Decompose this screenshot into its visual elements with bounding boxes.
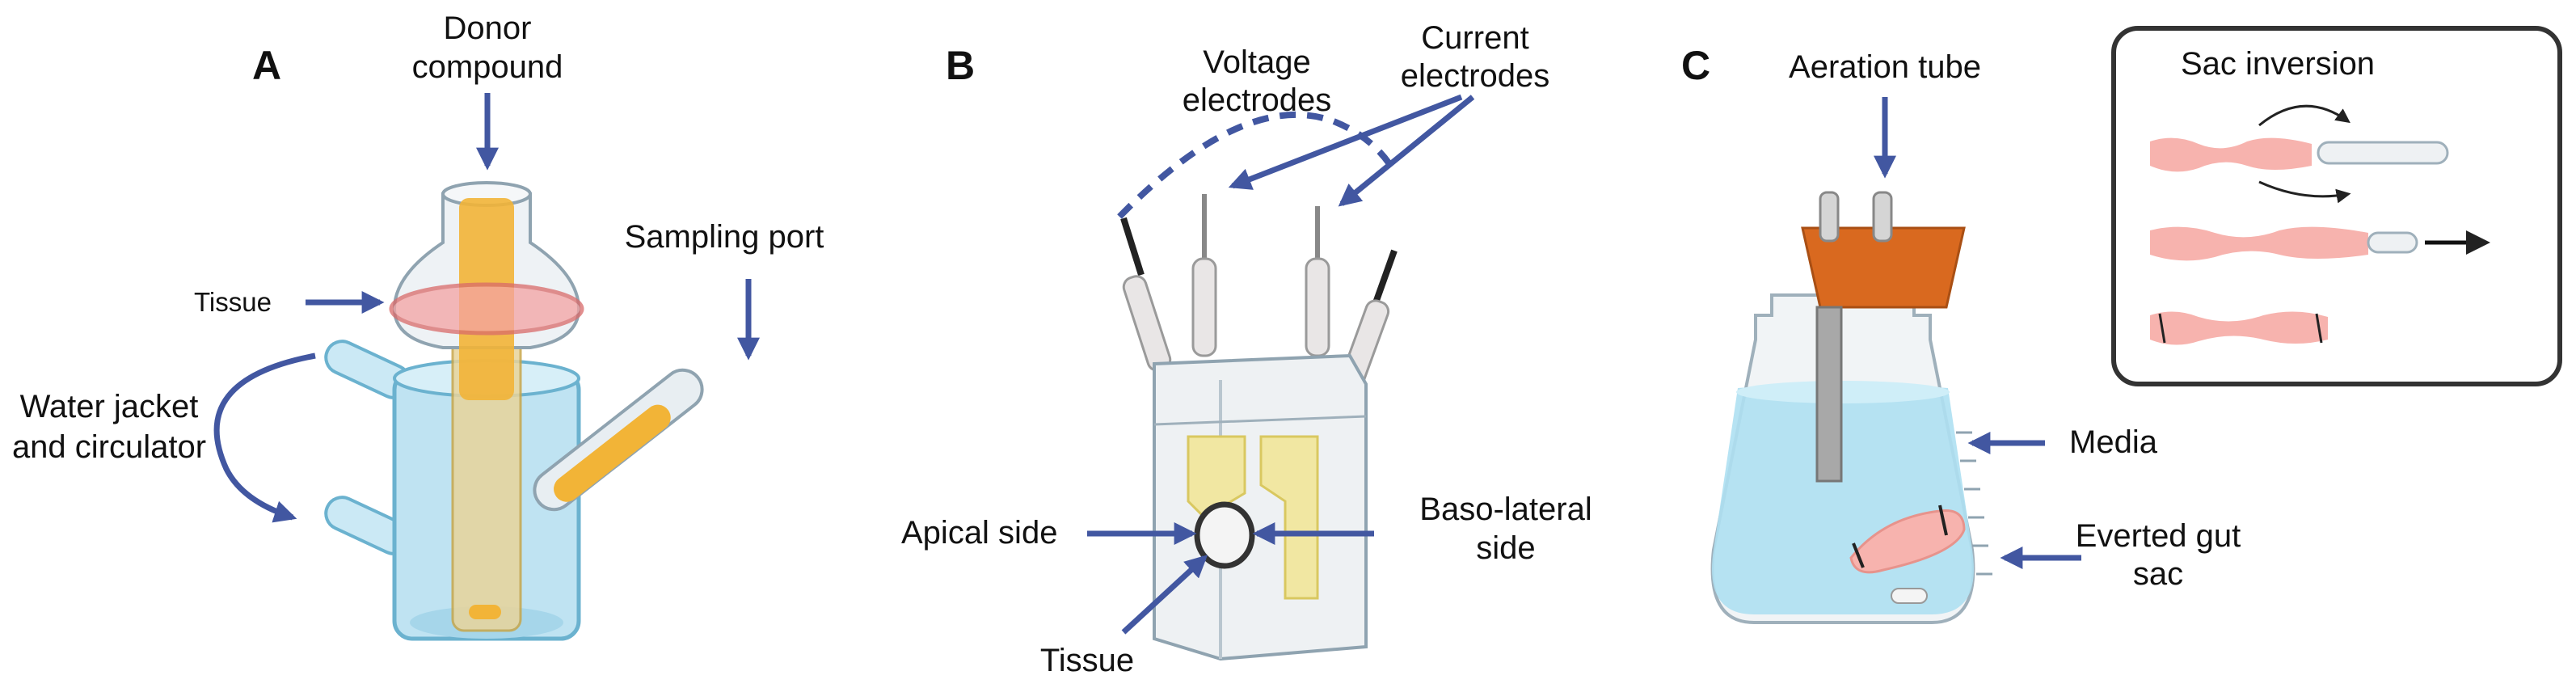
voltage-electrodes-label-line1: Voltage — [1203, 44, 1310, 80]
electrode-vl-body — [1191, 257, 1217, 357]
baso-lateral-label-line1: Baso-lateral — [1419, 492, 1592, 527]
current-dashed-loop — [1117, 112, 1398, 219]
sac-inversion-inset — [2111, 26, 2562, 386]
tissue-ring — [1194, 501, 1255, 569]
gut-segment-3 — [2150, 311, 2328, 345]
panel-c-letter: C — [1681, 43, 1710, 88]
panel-b-letter: B — [946, 43, 975, 88]
flask-stir-bar — [1891, 588, 1928, 604]
tissue-arrow-b — [1121, 555, 1208, 635]
inversion-rod-2 — [2367, 231, 2418, 254]
electrode-left-body — [1122, 275, 1172, 372]
current-arrow — [1338, 95, 1475, 207]
gut-segment-1 — [2150, 137, 2312, 172]
apical-side-label: Apical side — [901, 515, 1057, 551]
water-jacket-label-line2: and circulator — [12, 429, 206, 465]
everted-gut-sac-label-line2: sac — [2133, 556, 2183, 592]
tissue-disc — [389, 282, 584, 336]
electrode-right-tip — [1371, 249, 1398, 309]
sampling-port-fill — [554, 404, 671, 502]
sampling-port-label: Sampling port — [625, 219, 824, 255]
circulator-arrow — [213, 352, 316, 523]
flask-stopper — [1801, 226, 1966, 309]
tissue-label-b: Tissue — [1040, 643, 1134, 678]
flask-media — [1712, 384, 1974, 614]
current-electrodes-label-line1: Current — [1421, 20, 1528, 56]
sac-inversion-title: Sac inversion — [2181, 46, 2375, 82]
donor-compound-label-line1: Donor — [444, 11, 532, 46]
current-electrodes-label-line2: electrodes — [1401, 58, 1550, 94]
panel-c: C Aeration tube Media Everted gut sac Sa… — [1681, 26, 2562, 624]
gut-ligature-3a — [2158, 313, 2166, 344]
electrode-left-tip — [1120, 217, 1145, 276]
electrode-vr-body — [1305, 257, 1330, 357]
inversion-rod-1 — [2317, 141, 2449, 165]
chamber-right-reservoir — [1259, 435, 1319, 600]
donor-compound-label-line2: compound — [412, 49, 563, 85]
voltage-electrodes-label-line2: electrodes — [1183, 82, 1332, 118]
sac-ligature-right — [1938, 504, 1948, 536]
media-surface — [1736, 381, 1950, 403]
aeration-tube — [1815, 306, 1843, 483]
ussing-chamber — [1153, 353, 1368, 661]
inversion-arrow-bottom — [2258, 180, 2351, 204]
voltage-arrow — [1228, 94, 1463, 190]
aeration-tube-label: Aeration tube — [1789, 49, 1981, 85]
stir-bar — [469, 605, 501, 619]
media-label: Media — [2069, 424, 2158, 460]
everted-gut-sac — [1849, 509, 1966, 574]
panel-b: B Voltage electrodes Current electrodes … — [901, 20, 1592, 678]
gut-ligature-3b — [2315, 313, 2323, 344]
gut-segment-2 — [2150, 226, 2368, 261]
tissue-label-a: Tissue — [194, 287, 272, 317]
inversion-arrow-top — [2258, 104, 2350, 127]
chamber-fill-line — [1153, 415, 1367, 426]
stopper-tube-right — [1872, 191, 1893, 243]
baso-lateral-label-line2: side — [1476, 530, 1535, 566]
sac-ligature-left — [1852, 542, 1865, 568]
everted-gut-sac-label-line1: Everted gut — [2076, 518, 2241, 554]
panel-a-letter: A — [252, 43, 281, 88]
panel-a: A Donor compound Sampling port Tissue Wa… — [12, 11, 824, 641]
stopper-tube-left — [1819, 191, 1840, 243]
water-jacket-label-line1: Water jacket — [20, 389, 199, 424]
